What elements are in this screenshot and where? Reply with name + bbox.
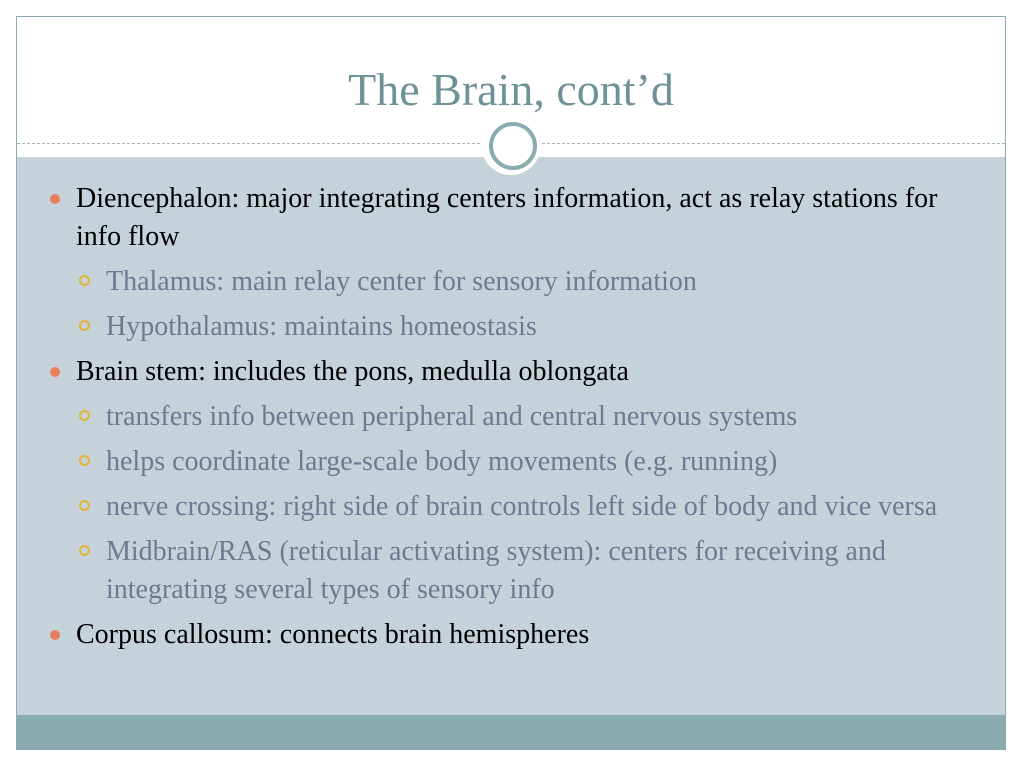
bullet-text: Brain stem: includes the pons, medulla o…	[76, 356, 629, 387]
slide: The Brain, cont’d Diencephalon: major in…	[16, 16, 1006, 750]
sub-bullet-text: helps coordinate large-scale body moveme…	[106, 446, 778, 477]
sub-bullet-item-transfers-info: transfers info between peripheral and ce…	[49, 398, 979, 436]
sub-bullet-text: transfers info between peripheral and ce…	[106, 401, 798, 432]
sub-bullet-item-coordinate-movements: helps coordinate large-scale body moveme…	[49, 443, 979, 481]
sub-bullet-text: Hypothalamus: maintains homeostasis	[106, 311, 537, 342]
sub-bullet-item-midbrain-ras: Midbrain/RAS (reticular activating syste…	[49, 533, 979, 609]
sub-bullet-item-hypothalamus: Hypothalamus: maintains homeostasis	[49, 308, 979, 346]
bullet-text: Diencephalon: major integrating centers …	[76, 183, 938, 252]
bullet-item-brain-stem: Brain stem: includes the pons, medulla o…	[49, 353, 979, 391]
hollow-circle-bullet-icon	[79, 275, 90, 286]
bullet-content: Diencephalon: major integrating centers …	[49, 180, 979, 661]
bullet-list: Diencephalon: major integrating centers …	[49, 180, 979, 654]
bullet-item-diencephalon: Diencephalon: major integrating centers …	[49, 180, 979, 256]
ring-ornament-icon	[489, 122, 537, 170]
filled-circle-bullet-icon	[50, 194, 60, 204]
bullet-text: Corpus callosum: connects brain hemisphe…	[76, 619, 590, 650]
hollow-circle-bullet-icon	[79, 455, 90, 466]
hollow-circle-bullet-icon	[79, 500, 90, 511]
hollow-circle-bullet-icon	[79, 320, 90, 331]
sub-bullet-item-thalamus: Thalamus: main relay center for sensory …	[49, 263, 979, 301]
filled-circle-bullet-icon	[50, 367, 60, 377]
footer-bar	[17, 715, 1005, 749]
hollow-circle-bullet-icon	[79, 545, 90, 556]
bullet-item-corpus-callosum: Corpus callosum: connects brain hemisphe…	[49, 616, 979, 654]
hollow-circle-bullet-icon	[79, 410, 90, 421]
sub-bullet-item-nerve-crossing: nerve crossing: right side of brain cont…	[49, 488, 979, 526]
sub-bullet-text: Midbrain/RAS (reticular activating syste…	[106, 536, 886, 605]
slide-title: The Brain, cont’d	[348, 64, 674, 115]
filled-circle-bullet-icon	[50, 630, 60, 640]
sub-bullet-text: Thalamus: main relay center for sensory …	[106, 266, 697, 297]
sub-bullet-text: nerve crossing: right side of brain cont…	[106, 491, 938, 522]
